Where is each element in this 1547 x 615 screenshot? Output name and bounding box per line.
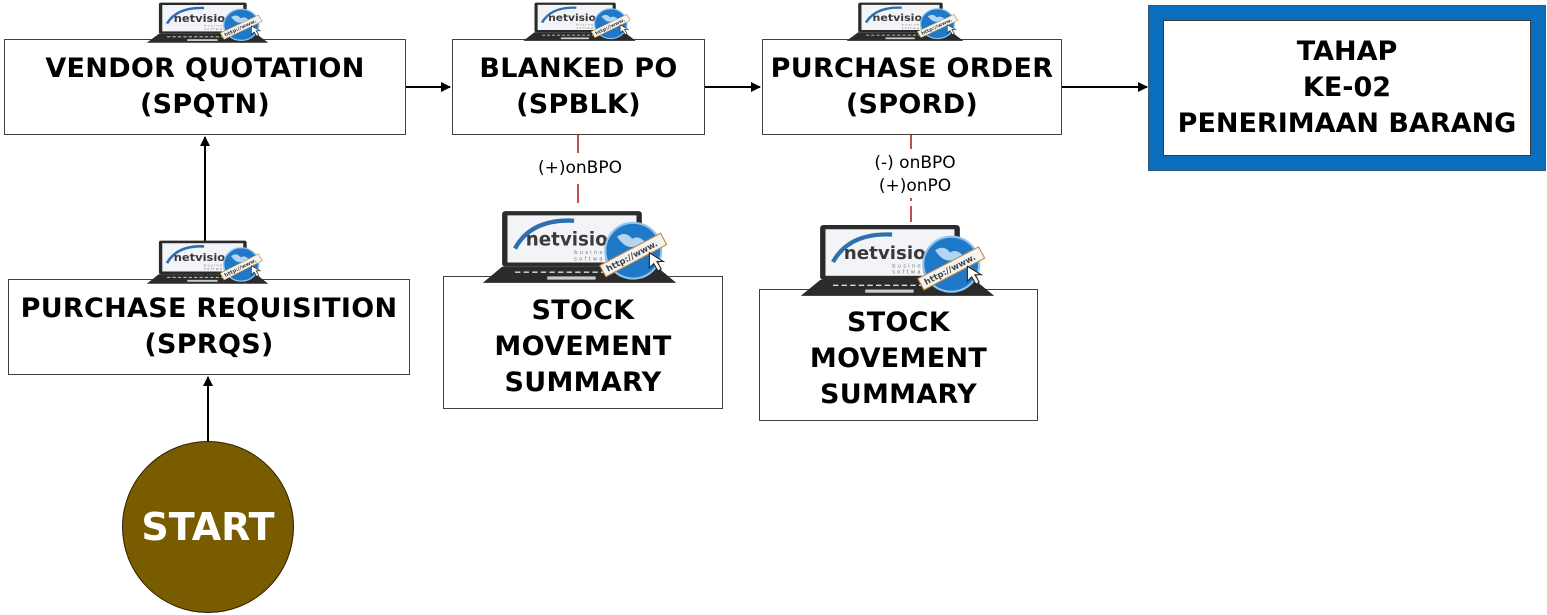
node-line-3: PENERIMAAN BARANG [1177,108,1517,139]
node-stock-movement-summary-2[interactable]: STOCK MOVEMENT SUMMARY [759,289,1038,421]
svg-text:netvision: netvision [526,229,621,250]
node-code: (SPORD) [845,89,979,120]
svg-text:netvision: netvision [174,251,234,264]
node-title: PURCHASE ORDER [770,53,1054,84]
node-line-2: KE-02 [1302,72,1392,103]
node-title: BLANKED PO [479,53,678,84]
netvision-laptop-icon: netvision business software http://www. [517,2,642,42]
edge-label-minus-onbpo: (-) onBPO [874,153,956,173]
start-node[interactable]: START [122,441,294,613]
node-purchase-requisition[interactable]: PURCHASE REQUISITION (SPRQS) [8,279,410,375]
svg-text:business: business [576,23,600,27]
node-title: PURCHASE REQUISITION [20,293,398,324]
node-vendor-quotation[interactable]: VENDOR QUOTATION (SPQTN) [4,39,406,135]
node-line-2: MOVEMENT [494,330,672,362]
netvision-laptop-icon: netvision business software http://www. [790,224,1005,298]
netvision-laptop-icon: netvision business software http://www. [140,2,275,44]
svg-text:netvision: netvision [174,12,234,24]
node-next-stage: TAHAP KE-02 PENERIMAAN BARANG [1163,20,1531,156]
svg-text:business: business [892,263,933,269]
node-code: (SPRQS) [144,329,274,360]
svg-text:software: software [892,270,932,276]
node-line-3: SUMMARY [504,366,662,398]
svg-text:netvision: netvision [844,243,939,264]
svg-text:business: business [574,250,615,256]
node-line-1: TAHAP [1296,36,1398,67]
svg-text:software: software [204,267,229,271]
node-code: (SPQTN) [140,89,270,120]
node-line-1: STOCK [846,307,951,338]
svg-text:software: software [576,26,599,30]
svg-text:business: business [204,24,230,28]
svg-text:software: software [574,256,614,262]
start-label: START [141,505,275,549]
svg-text:software: software [902,26,926,30]
svg-text:netvision: netvision [873,12,930,23]
edge-label-onbpo: (+)onBPO [538,158,622,178]
netvision-laptop-icon: netvision business software http://www. [140,240,275,285]
netvision-laptop-icon: netvision business software http://www. [472,210,687,285]
edge-label-plus-onpo: (+)onPO [878,176,952,196]
node-line-2: MOVEMENT [809,343,988,374]
svg-text:business: business [902,23,927,27]
svg-text:business: business [204,263,229,267]
node-blanked-po[interactable]: BLANKED PO (SPBLK) [452,39,705,135]
node-line-3: SUMMARY [820,379,977,410]
node-code: (SPBLK) [516,89,641,120]
node-stock-movement-summary-1[interactable]: STOCK MOVEMENT SUMMARY [443,276,723,409]
netvision-laptop-icon: netvision business software http://www. [840,2,970,42]
node-title: VENDOR QUOTATION [45,53,365,84]
node-line-1: STOCK [531,294,635,326]
svg-text:software: software [204,27,229,31]
node-next-stage-frame[interactable]: TAHAP KE-02 PENERIMAAN BARANG [1148,5,1546,171]
svg-text:netvision: netvision [548,13,603,23]
node-purchase-order[interactable]: PURCHASE ORDER (SPORD) [762,39,1062,135]
